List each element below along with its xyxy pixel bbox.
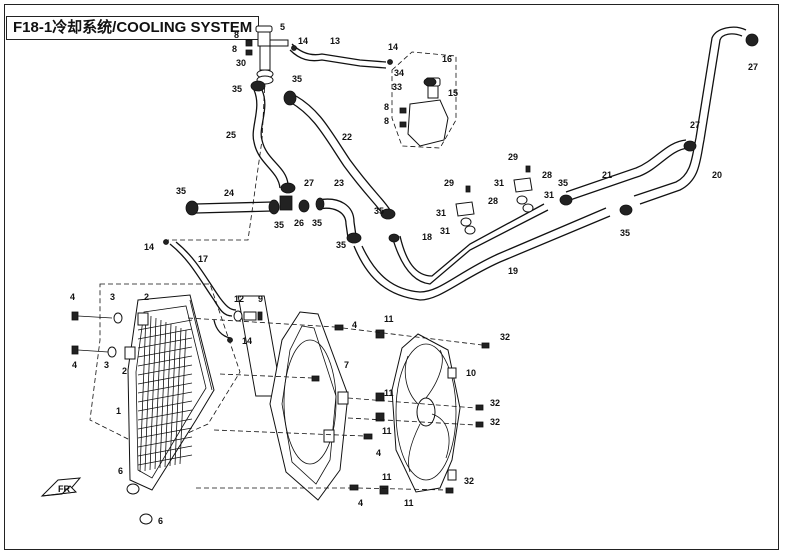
callout-35-5: 35 — [312, 218, 322, 228]
callout-2-2: 2 — [122, 366, 127, 376]
callout-8-3: 8 — [384, 102, 389, 112]
fasteners — [311, 324, 490, 495]
callout-4-2: 4 — [72, 360, 77, 370]
callout-31-3: 31 — [436, 208, 446, 218]
callout-14-4: 14 — [242, 336, 252, 346]
callout-11: 11 — [384, 314, 394, 324]
callout-14: 14 — [298, 36, 308, 46]
hoses — [169, 26, 747, 339]
callout-31-2: 31 — [544, 190, 554, 200]
callout-6-2: 6 — [158, 516, 163, 526]
callout-27: 27 — [304, 178, 314, 188]
callout-19: 19 — [508, 266, 518, 276]
callout-35-4: 35 — [274, 220, 284, 230]
fan-shroud — [269, 311, 349, 501]
callout-31: 31 — [494, 178, 504, 188]
callout-20: 20 — [712, 170, 722, 180]
hose-clamps — [185, 33, 759, 244]
callout-10: 10 — [466, 368, 476, 378]
callout-35-9: 35 — [620, 228, 630, 238]
callout-labels: 1223344444566788889101111111111121314141… — [70, 22, 758, 526]
callout-4-3: 4 — [352, 320, 357, 330]
callout-3-2: 3 — [104, 360, 109, 370]
filler-neck — [245, 25, 289, 85]
callout-2: 2 — [144, 292, 149, 302]
callout-33: 33 — [392, 82, 402, 92]
callout-29: 29 — [508, 152, 518, 162]
callout-35-8: 35 — [558, 178, 568, 188]
diagram-title: F18-1冷却系统/COOLING SYSTEM — [6, 16, 260, 40]
callout-32-2: 32 — [490, 398, 500, 408]
callout-8-2: 8 — [232, 44, 237, 54]
callout-35-6: 35 — [336, 240, 346, 250]
callout-11-5: 11 — [404, 498, 414, 508]
assembly-leader-lines — [187, 317, 483, 491]
callout-15: 15 — [448, 88, 458, 98]
callout-32-3: 32 — [490, 417, 500, 427]
callout-34: 34 — [394, 68, 404, 78]
callout-1: 1 — [116, 406, 121, 416]
callout-27-3: 27 — [690, 120, 700, 130]
callout-23: 23 — [334, 178, 344, 188]
callout-32: 32 — [500, 332, 510, 342]
callout-35-3: 35 — [176, 186, 186, 196]
reservoir-dashed-outline — [391, 51, 457, 149]
callout-35: 35 — [232, 84, 242, 94]
callout-35-2: 35 — [292, 74, 302, 84]
callout-8-4: 8 — [384, 116, 389, 126]
callout-35-7: 35 — [374, 206, 384, 216]
filler-dashed-leader — [168, 79, 266, 241]
callout-5: 5 — [280, 22, 285, 32]
callout-17: 17 — [198, 254, 208, 264]
drawing-frame — [4, 4, 779, 550]
callout-29-2: 29 — [444, 178, 454, 188]
callout-32-4: 32 — [464, 476, 474, 486]
callout-14-2: 14 — [388, 42, 398, 52]
callout-31-4: 31 — [440, 226, 450, 236]
callout-9: 9 — [258, 294, 263, 304]
callout-14-3: 14 — [144, 242, 154, 252]
callout-24: 24 — [224, 188, 234, 198]
radiator — [127, 294, 283, 491]
callout-8: 8 — [234, 30, 239, 40]
cooling-fan — [391, 333, 461, 493]
callout-7: 7 — [344, 360, 349, 370]
callout-21: 21 — [602, 170, 612, 180]
radiator-mounts — [71, 311, 153, 525]
callout-16: 16 — [442, 54, 452, 64]
callout-30: 30 — [236, 58, 246, 68]
callout-22: 22 — [342, 132, 352, 142]
svg-text:FR: FR — [58, 484, 70, 494]
callout-6: 6 — [118, 466, 123, 476]
callout-28: 28 — [542, 170, 552, 180]
callout-13: 13 — [330, 36, 340, 46]
callout-11-3: 11 — [382, 426, 392, 436]
callout-4-4: 4 — [376, 448, 381, 458]
callout-18: 18 — [422, 232, 432, 242]
callout-28-2: 28 — [488, 196, 498, 206]
pipe-brackets — [163, 45, 534, 343]
callout-11-2: 11 — [384, 388, 394, 398]
coolant-reservoir — [399, 77, 449, 147]
callout-12: 12 — [234, 294, 244, 304]
callout-26: 26 — [294, 218, 304, 228]
callout-11-4: 11 — [382, 472, 392, 482]
callout-27-2: 27 — [748, 62, 758, 72]
callout-4-5: 4 — [358, 498, 363, 508]
callout-4: 4 — [70, 292, 75, 302]
front-arrow-icon: FR — [40, 477, 82, 497]
callout-25: 25 — [226, 130, 236, 140]
callout-3: 3 — [110, 292, 115, 302]
